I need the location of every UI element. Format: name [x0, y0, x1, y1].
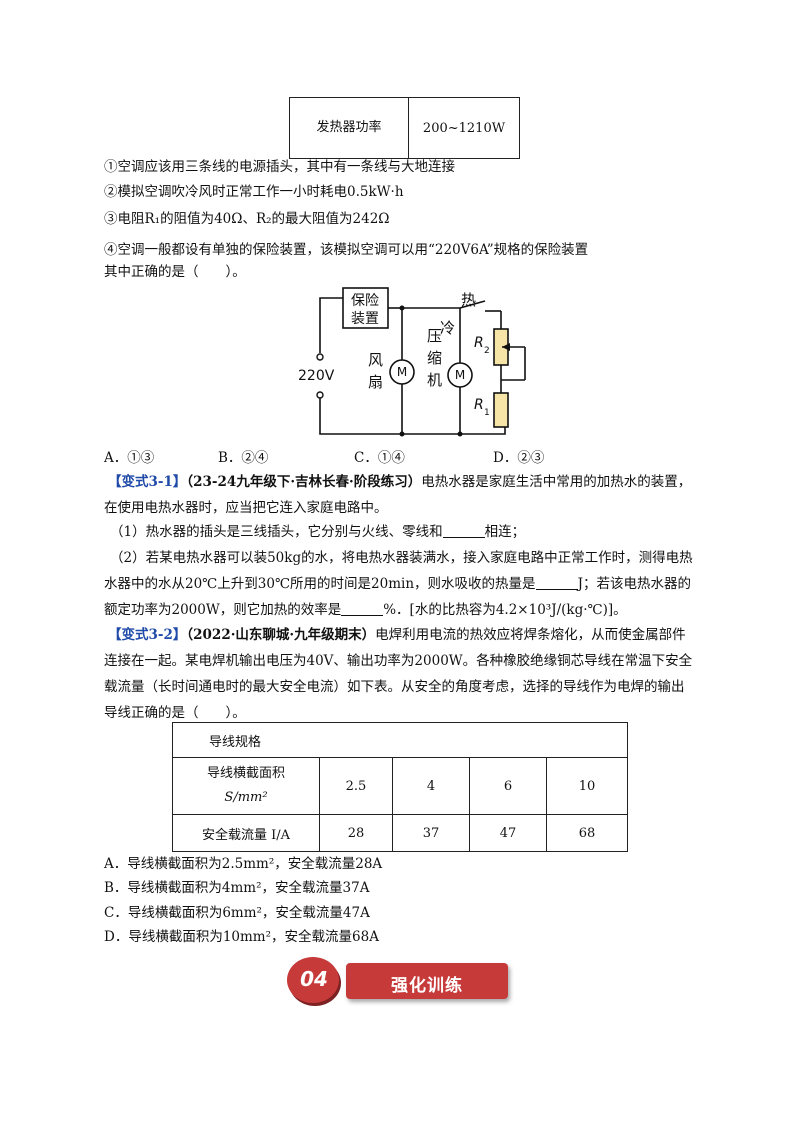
compressor-label-2: 缩: [427, 349, 442, 367]
fan-label-2: 扇: [368, 373, 383, 391]
q2-option-d: D．导线横截面积为10mm²，安全载流量68A: [104, 929, 379, 945]
answer-blank-2[interactable]: [535, 575, 578, 590]
fan-motor-icon: M: [397, 365, 407, 379]
wire-spec-table: 导线规格 导线横截面积 S/mm² 2.5 4 6 10 安全载流量 I/A 2…: [172, 722, 628, 852]
current-cell: 47: [469, 814, 547, 852]
banner-title: 强化训练: [391, 976, 463, 996]
q2-option-a: A．导线横截面积为2.5mm²，安全载流量28A: [104, 856, 383, 872]
current-cell: 68: [546, 814, 628, 852]
fuse-label-2: 装置: [351, 311, 379, 327]
area-header: 导线横截面积 S/mm²: [172, 757, 320, 815]
fuse-label-1: 保险: [351, 293, 379, 309]
statement-2: ②模拟空调吹冷风时正常工作一小时耗电0.5kW·h: [104, 184, 404, 200]
spec-label: 发热器功率: [289, 97, 409, 159]
compressor-label-1: 压: [427, 327, 442, 345]
area-cell: 10: [546, 757, 628, 815]
q2-option-b: B．导线横截面积为4mm²，安全载流量37A: [104, 880, 370, 896]
part-2-tail: %．[水的比热容为4.2×10³J/(kg·℃)]。: [383, 602, 627, 618]
variant-3-1-source: （23-24九年级下·吉林长春·阶段练习）: [186, 474, 422, 490]
banner-number-badge: 04: [286, 955, 342, 1007]
q1-option-b: B．②④: [218, 450, 269, 466]
variant-3-2-intro: 电焊利用电流的热效应将焊条熔化，从而使金属部件连接在一起。某电焊机输出电压为40…: [104, 627, 693, 721]
spec-value: 200~1210W: [408, 97, 520, 159]
area-cell: 4: [392, 757, 470, 815]
variant-3-2: 【变式3-2】（2022·山东聊城·九年级期末）电焊利用电流的热效应将焊条熔化，…: [104, 622, 696, 726]
current-cell: 37: [392, 814, 470, 852]
wire-table-title: 导线规格: [172, 722, 628, 758]
part-1-tail: 相连；: [484, 524, 526, 540]
variant-3-1: 【变式3-1】（23-24九年级下·吉林长春·阶段练习）电热水器是家庭生活中常用…: [104, 469, 696, 521]
r1-subscript: 1: [484, 408, 490, 418]
fan-label-1: 风: [368, 351, 383, 369]
part-2-middle: J；若该电热水器的额定功率为2000W，则它加热的效率是: [104, 576, 691, 618]
q1-option-c: C．①④: [354, 450, 405, 466]
part-1-text: （1）热水器的插头是三线插头，它分别与火线、零线和: [110, 524, 443, 540]
q2-option-c: C．导线横截面积为6mm²，安全载流量47A: [104, 905, 370, 921]
area-cell: 2.5: [319, 757, 393, 815]
q1-option-a: A．①③: [104, 450, 155, 466]
part-2-text: （2）若某电热水器可以装50kg的水，将电热水器装满水，接入家庭电路中正常工作时…: [104, 550, 693, 592]
compressor-motor-icon: M: [455, 368, 465, 382]
circuit-diagram: 保险 装置 220V 风 扇 M 压 缩 机 M 热 冷 R 2 R 1: [298, 287, 526, 437]
r2-subscript: 2: [484, 346, 490, 356]
area-cell: 6: [469, 757, 547, 815]
voltage-label: 220V: [298, 368, 335, 384]
area-label: 导线横截面积: [206, 766, 285, 781]
variant-3-1-part-2: （2）若某电热水器可以装50kg的水，将电热水器装满水，接入家庭电路中正常工作时…: [104, 545, 696, 623]
current-header: 安全载流量 I/A: [172, 814, 320, 852]
hot-label: 热: [461, 291, 476, 309]
compressor-label-3: 机: [427, 371, 442, 389]
q1-option-d: D．②③: [493, 450, 545, 466]
answer-blank-1[interactable]: [442, 523, 485, 538]
statement-3: ③电阻R₁的阻值为40Ω、R₂的最大阻值为242Ω: [104, 211, 390, 227]
spec-table: 发热器功率 200~1210W: [289, 97, 520, 159]
statement-4: ④空调一般都设有单独的保险装置，该模拟空调可以用“220V6A”规格的保险装置: [104, 242, 589, 258]
answer-blank-3[interactable]: [341, 601, 384, 616]
statement-1: ①空调应该用三条线的电源插头，其中有一条线与大地连接: [104, 159, 455, 175]
r1-label: R: [474, 397, 484, 413]
question-tail: 其中正确的是（ ）。: [104, 264, 246, 280]
variant-3-1-tag: 【变式3-1】: [108, 474, 187, 490]
area-unit: S/mm²: [224, 790, 268, 805]
banner-badge-shape-icon: [287, 957, 341, 1006]
variant-3-1-part-1: （1）热水器的插头是三线插头，它分别与火线、零线和 相连；: [104, 519, 696, 545]
cold-label: 冷: [440, 319, 455, 337]
banner-title-pill: 强化训练: [346, 963, 508, 999]
variant-3-2-source: （2022·山东聊城·九年级期末）: [186, 627, 376, 643]
banner-number: 04: [300, 967, 328, 991]
current-cell: 28: [319, 814, 393, 852]
r2-label: R: [474, 335, 484, 351]
variant-3-2-tag: 【变式3-2】: [108, 627, 187, 643]
variant-3-1-intro: 电热水器是家庭生活中常用的加热水的装置，在使用电热水器时，应当把它连入家庭电路中…: [104, 474, 692, 516]
